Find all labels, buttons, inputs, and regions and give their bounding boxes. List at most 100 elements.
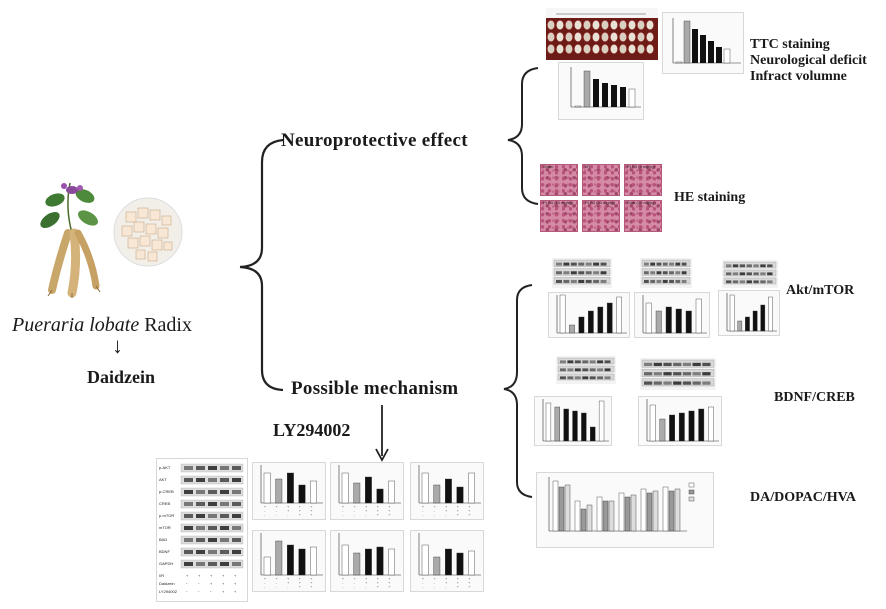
blot-band — [760, 272, 766, 276]
sign-mark: + — [388, 585, 390, 589]
sign-mark: + — [422, 577, 424, 581]
bar — [310, 546, 317, 576]
blot-band — [196, 514, 205, 518]
sign-mark: + — [210, 581, 213, 586]
blot-band — [600, 279, 607, 283]
sign-mark: + — [210, 573, 213, 578]
sign-mark: + — [299, 577, 301, 581]
sign-mark: + — [287, 505, 289, 509]
blot-band — [556, 271, 562, 275]
bar — [646, 492, 653, 532]
blot-band — [663, 372, 672, 376]
blot-band — [644, 262, 649, 266]
blot-band — [232, 550, 241, 554]
sign-mark: + — [342, 577, 344, 581]
he-panel-plr3-10: PLR3 (10 mg/kg) — [540, 200, 578, 232]
bar — [685, 310, 692, 334]
brain-slice — [556, 20, 564, 30]
sign-mark: + — [388, 581, 390, 585]
sign-mark: + — [468, 513, 470, 517]
blot-band — [585, 279, 592, 283]
blot-band — [663, 381, 672, 385]
blot-band — [760, 280, 766, 284]
he-panel-label: PLR3 (10 mg/kg) — [543, 200, 574, 205]
sign-mark: - — [365, 585, 367, 589]
blot-band — [600, 262, 607, 266]
blot-row-label: mTOR — [159, 525, 171, 530]
bar — [376, 488, 384, 504]
da-dopac-hva-chart — [536, 472, 714, 548]
blot-band — [732, 280, 739, 284]
sign-mark: - — [342, 513, 344, 517]
blot-band — [563, 271, 570, 275]
brain-slice — [601, 44, 609, 54]
blot-band — [753, 264, 759, 268]
sign-mark: + — [388, 509, 390, 513]
blot-band — [675, 271, 681, 275]
da-dopac-hva-label: DA/DOPAC/HVA — [750, 490, 857, 505]
blot-band — [726, 264, 732, 268]
blot-band — [184, 526, 193, 530]
sign-mark: + — [310, 505, 312, 509]
blot-band — [760, 264, 766, 268]
blot-band — [232, 562, 241, 566]
brain-slice — [610, 32, 618, 42]
akt-chart-1 — [548, 292, 630, 338]
blot-band — [578, 262, 585, 266]
sign-mark: - — [422, 513, 424, 517]
mechanism-brace — [503, 284, 533, 498]
blot-band — [597, 368, 604, 372]
brain-slice — [547, 32, 555, 42]
brain-slice — [547, 44, 555, 54]
blot-band — [702, 372, 711, 376]
blot-band — [767, 280, 773, 284]
blot-band — [732, 272, 739, 276]
possible-mechanism-label: Possible mechanism — [291, 378, 459, 399]
brain-slice — [628, 44, 636, 54]
blot-band — [589, 376, 596, 380]
bar — [698, 408, 705, 442]
he-panel-sham: Sham — [540, 164, 578, 196]
brain-slice — [583, 32, 591, 42]
he-panel-label: PLR3 (5 mg/kg) — [627, 164, 656, 169]
bar — [569, 324, 575, 334]
blot-band — [681, 262, 687, 266]
bar — [597, 306, 604, 334]
blot-band — [208, 502, 217, 506]
blot-band — [593, 262, 600, 266]
bar — [659, 418, 666, 442]
blot-band — [650, 271, 656, 275]
brain-slice — [646, 44, 654, 54]
sign-mark: - — [264, 513, 266, 517]
brain-slice — [619, 32, 627, 42]
blot-row-label: p-CREB — [159, 489, 174, 494]
akt-blot-1 — [552, 258, 612, 288]
blot-band — [653, 381, 662, 385]
bar — [365, 548, 372, 576]
bar — [580, 508, 587, 532]
blot-band — [650, 262, 656, 266]
bar — [598, 400, 605, 442]
sign-mark: + — [354, 505, 356, 509]
blot-band — [232, 478, 241, 482]
blot-band — [196, 550, 205, 554]
brain-slice — [556, 32, 564, 42]
blot-band — [767, 264, 773, 268]
bar — [596, 496, 603, 532]
blot-band — [208, 514, 217, 518]
sign-mark: + — [310, 509, 312, 513]
sign-mark: + — [354, 577, 356, 581]
sign-mark: + — [342, 505, 344, 509]
sign-mark: - — [354, 585, 356, 589]
he-panel-label: Edar (10 mg/kg) — [627, 200, 656, 205]
bar — [655, 310, 662, 334]
bar — [678, 412, 685, 442]
sign-mark: + — [377, 505, 379, 509]
ly-chart-b: +++++--+++---++ — [252, 462, 326, 520]
blot-band — [604, 360, 611, 364]
herb-name-rest: Radix — [139, 314, 192, 336]
brain-slice — [628, 20, 636, 30]
treatment-row-label: I/R — [159, 573, 164, 578]
blot-band — [644, 381, 653, 385]
